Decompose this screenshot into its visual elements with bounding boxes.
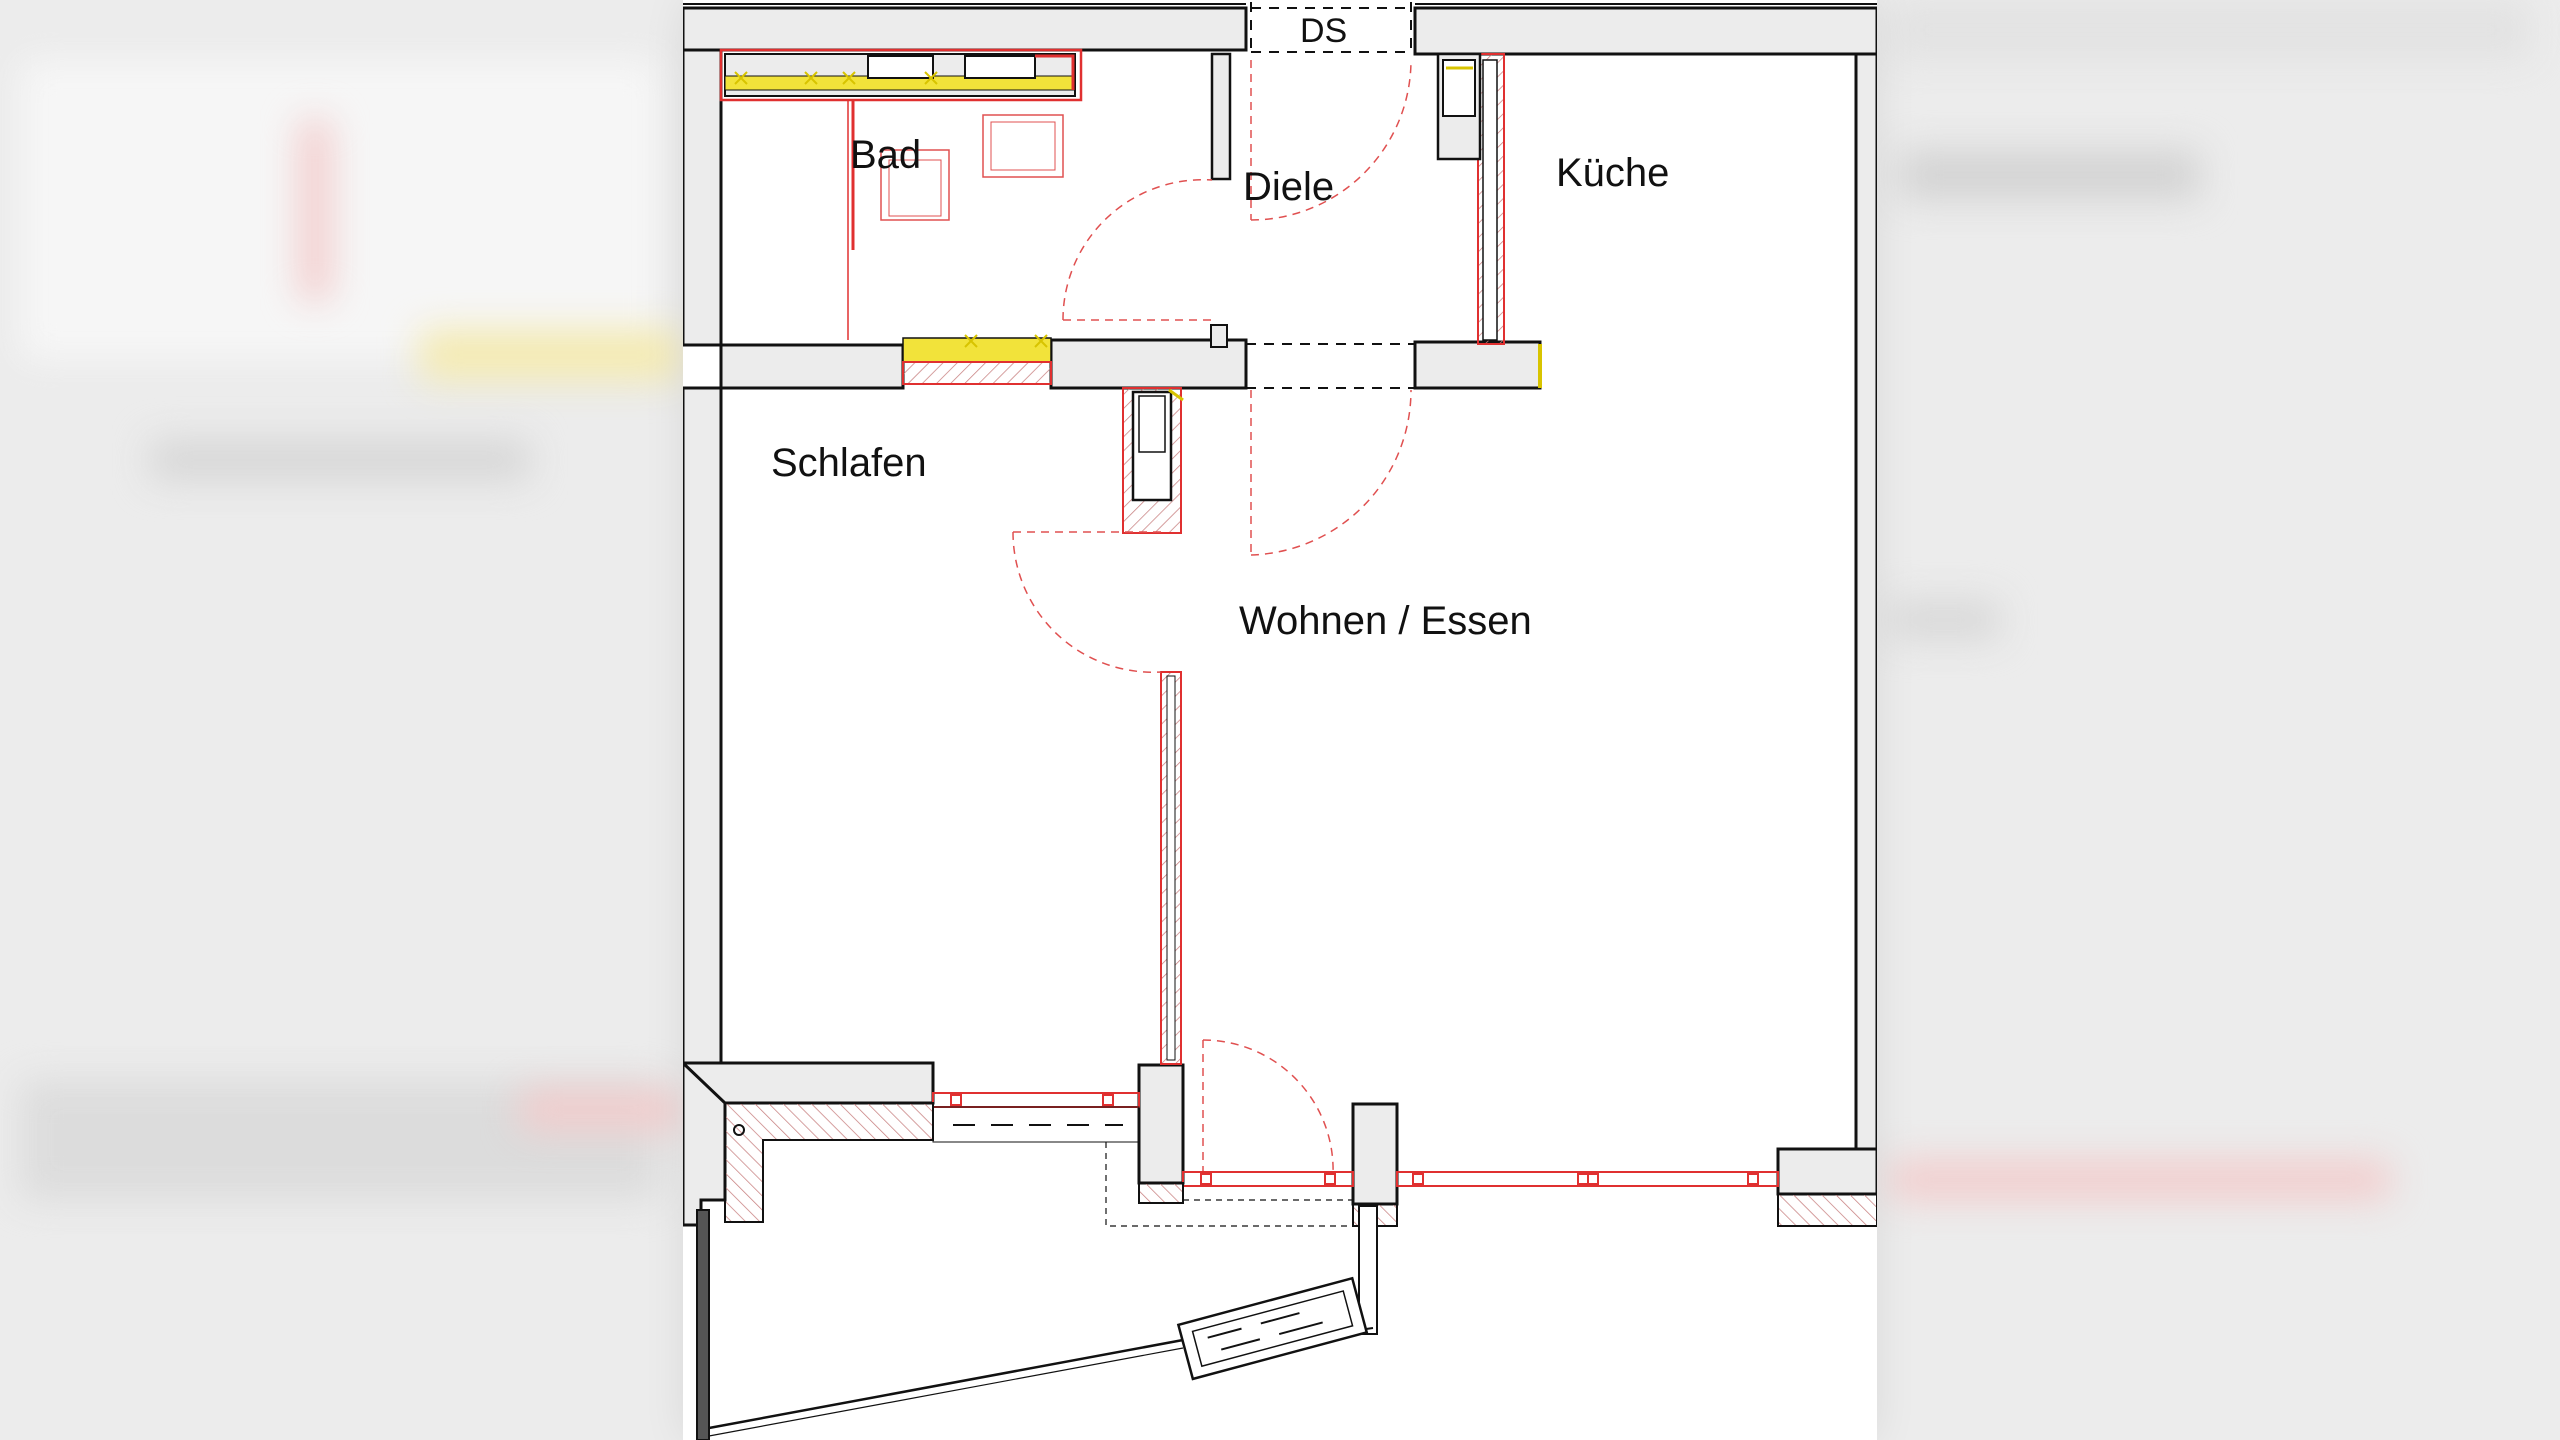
backdrop-bar-right-red	[1890, 1160, 2390, 1200]
bathtub	[982, 114, 1064, 178]
schlafen-closet	[1122, 387, 1184, 534]
backdrop-text-right-2	[1890, 600, 2000, 640]
wall-bad-schlafen	[719, 343, 905, 390]
planter-box	[1176, 1276, 1369, 1381]
backdrop-panel-left-top	[20, 60, 660, 360]
bad-sink	[880, 149, 950, 221]
thresholds	[1246, 343, 1415, 389]
wall-left-upper	[683, 48, 723, 347]
bathroom	[719, 48, 1232, 385]
wall-diele-kueche-lower	[1413, 340, 1542, 390]
window-schlafen	[932, 1092, 1140, 1143]
bad-fixture-1	[867, 55, 934, 79]
room-label-ds: DS	[1300, 12, 1347, 50]
wall-right	[1854, 52, 1877, 1151]
room-label-diele: Diele	[1243, 165, 1334, 209]
wall-bottom-right	[1776, 1147, 1877, 1196]
ds-shaft	[1250, 2, 1412, 53]
pillar-door	[1351, 1102, 1399, 1206]
door-swing-ds	[1250, 59, 1412, 221]
wall-top-right	[1413, 6, 1877, 56]
door-swing-wohnen	[1250, 389, 1412, 556]
floor-plan-sheet: DS Bad Diele Küche Schlafen Wohnen / Ess…	[683, 0, 1877, 1440]
room-label-schlafen: Schlafen	[771, 441, 927, 485]
door-swings	[1012, 59, 1412, 1176]
backdrop-text-left	[150, 440, 530, 480]
door-swing-bad	[1062, 178, 1213, 321]
balcony-slab	[724, 1102, 1877, 1227]
window-wohnen-right	[1396, 1171, 1779, 1187]
bad-fixture-2	[964, 55, 1036, 79]
backdrop-bar-left-red	[300, 120, 330, 300]
door-swing-schlafen	[1012, 531, 1162, 673]
backdrop-text-right	[1900, 150, 2200, 200]
partition-schlafen-wohnen	[1160, 671, 1182, 1065]
backdrop-bar-left-yellow	[420, 330, 680, 380]
room-label-bad: Bad	[850, 133, 921, 177]
bad-right-wall	[1210, 52, 1232, 181]
bad-bottom-yellow	[902, 337, 1052, 363]
window-wohnen-left	[1182, 1171, 1354, 1187]
floor-plan: DS Bad Diele Küche Schlafen Wohnen / Ess…	[683, 2, 1877, 1440]
wall-top-left	[683, 6, 1248, 52]
room-label-wohnen-essen: Wohnen / Essen	[1239, 599, 1532, 643]
backdrop-bar-right-gray	[1890, 0, 2530, 60]
backdrop-bar-left-red-bottom	[520, 1090, 680, 1130]
bad-top-insulation	[719, 48, 1083, 102]
balcony-railing-left	[696, 1209, 710, 1440]
pillar-loggia	[1137, 1063, 1185, 1185]
balcony	[696, 1142, 1378, 1440]
structural-walls	[683, 6, 1877, 1227]
balcony-post-right	[1358, 1205, 1378, 1335]
windows	[932, 1092, 1779, 1187]
bad-bottom-hatch	[902, 361, 1052, 385]
kitchen-partition	[1436, 52, 1542, 388]
wall-left-lower	[683, 386, 723, 1065]
room-label-kueche: Küche	[1556, 151, 1669, 195]
door-swing-balcony	[1202, 1039, 1334, 1176]
